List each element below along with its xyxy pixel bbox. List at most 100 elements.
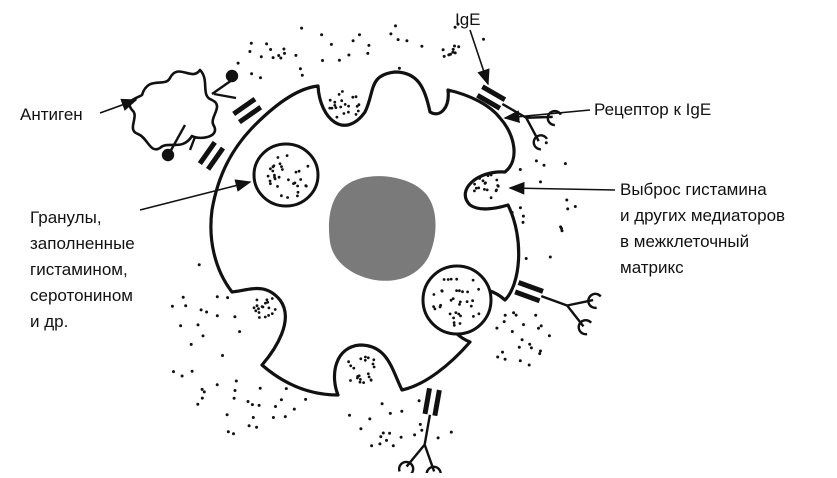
granule-dot [368,376,371,379]
granule-dot [472,315,475,318]
granule-dot [450,299,453,302]
mediator-dot [379,435,382,438]
mediator-dot [420,45,423,48]
granule-dot [449,313,452,316]
mediator-dot [299,67,302,70]
ige-receptor [198,141,225,171]
granule-dot [496,184,499,187]
mediator-dot [528,343,531,346]
granule-dot [281,168,284,171]
mediator-dot [564,162,567,165]
mediator-dot [171,305,174,308]
mediator-dot [272,416,275,419]
mediator-dot [515,314,518,317]
receptor-bar [423,388,432,414]
mediator-dot [283,52,286,55]
granule-dot [340,99,343,102]
granule-dot [336,116,339,119]
mediator-dot [238,330,241,333]
granule-dot [296,195,299,198]
granule-dot [295,171,298,174]
mediator-dot [221,354,224,357]
granule-dot [362,381,365,384]
granule-dot [450,278,453,281]
granule-dot [261,305,264,308]
release-arrow [510,188,615,190]
granule-dot [276,185,279,188]
mediator-dot [496,356,499,359]
granule-dot [280,194,283,197]
mediator-dot [321,59,324,62]
mediator-dot [269,48,272,51]
mediator-dot [394,24,397,27]
mediator-dot [359,427,362,430]
mediator-dot [272,56,275,59]
mediator-dot [226,413,229,416]
granule-dot [349,364,352,367]
mediator-dot [519,168,522,171]
granule-dot [271,170,274,173]
granule-dot [364,359,367,362]
granule-dot [280,165,283,168]
mediator-dot [388,432,391,435]
granule-dot [254,309,257,312]
mediator-dot [539,350,542,353]
mediator-dot [535,159,538,162]
fusing-granule [253,297,277,319]
ige-arrow [470,30,488,84]
mediator-dot [352,39,355,42]
fusing-granule [328,90,360,118]
mediator-dot [368,417,371,420]
label-release-line-1: Выброс гистамина [620,180,767,199]
ige-binding-site [531,133,547,150]
granule-dot [477,187,480,190]
mediator-dot [389,412,392,415]
granule-dot [473,183,476,186]
mediator-dot [548,334,551,337]
mediator-dot [227,430,230,433]
mediator-dot [540,324,543,327]
mediator-dot [378,442,381,445]
granule-dot [466,300,469,303]
granule-dot [269,180,272,183]
granule-dot [258,311,261,314]
granule-dot [298,170,301,173]
granule-dot [256,299,259,302]
granule-dot [349,379,352,382]
mediator-dot [216,314,219,317]
label-granules-line-3: гистамином, [30,260,128,279]
mediator-dot [504,314,507,317]
mediator-dot [566,207,569,210]
granule-dot [359,381,362,384]
mediator-dot [539,180,542,183]
granule-dot [477,288,480,291]
granule-dot [373,366,376,369]
mediator-dot [191,370,194,373]
mediator-dot [330,43,333,46]
granule-dot [268,307,271,310]
granule-dot [271,312,274,315]
granule-dot [439,304,442,307]
granule-dot [347,111,350,114]
mediator-dot [538,352,541,355]
mediator-dot [534,314,537,317]
granule-dot [273,164,276,167]
granule-dot [333,101,336,104]
mediator-dot [398,67,401,70]
mediator-dot [512,311,515,314]
receptor-bar [432,390,441,416]
mediator-dot [449,53,452,56]
mediator-dot [400,436,403,439]
granule-dot [264,316,267,319]
granule [423,266,491,334]
mediator-dot [293,408,296,411]
granule-dot [307,165,310,168]
granule-dot [286,196,289,199]
granule-dot [305,185,308,188]
mediator-dot [358,33,361,36]
mediator-dot [294,54,297,57]
mediator-dot [320,33,323,36]
mediator-dot [522,323,525,326]
granule-dot [483,188,486,191]
ige-binding-site [399,461,415,473]
